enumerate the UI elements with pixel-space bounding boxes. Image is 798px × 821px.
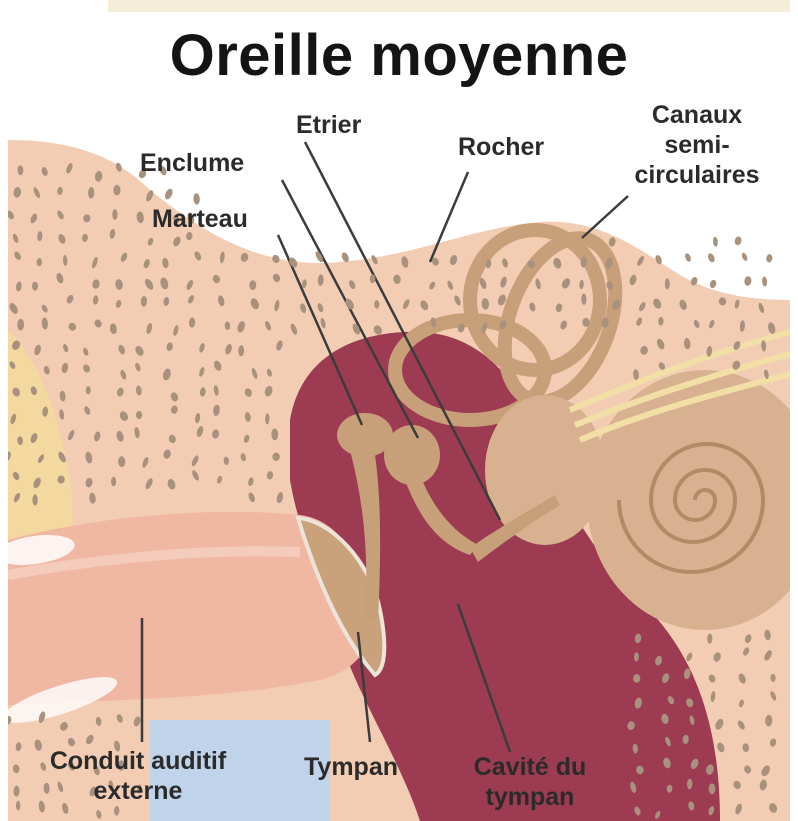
label-etrier: Etrier — [296, 110, 361, 140]
label-canaux-line3: circulaires — [612, 160, 782, 190]
diagram-title: Oreille moyenne — [0, 22, 798, 89]
label-canaux-line1: Canaux — [612, 100, 782, 130]
bone-dot — [734, 236, 743, 246]
bone-dot — [741, 252, 749, 262]
label-tympan: Tympan — [304, 752, 398, 782]
bone-dot — [713, 237, 719, 247]
top-strip — [108, 0, 798, 12]
label-cavite-line2: tympan — [450, 782, 610, 812]
label-marteau: Marteau — [152, 204, 248, 234]
bone-dot — [111, 477, 116, 487]
bone-dot — [684, 253, 692, 263]
label-cavite: Cavité du tympan — [450, 752, 610, 812]
bone-dot — [766, 254, 773, 263]
label-conduit: Conduit auditif externe — [18, 746, 258, 806]
label-canaux-line2: semi- — [612, 130, 782, 160]
label-canaux: Canaux semi- circulaires — [612, 100, 782, 190]
bone-dot — [32, 494, 37, 505]
label-conduit-line1: Conduit auditif — [18, 746, 258, 776]
label-enclume: Enclume — [140, 148, 244, 178]
bone-dot — [744, 276, 752, 286]
label-cavite-line1: Cavité du — [450, 752, 610, 782]
label-rocher: Rocher — [458, 132, 544, 162]
bone-dot — [762, 276, 768, 286]
bone-dot — [707, 252, 716, 263]
bone-dot — [163, 188, 174, 201]
bone-dot — [37, 258, 42, 266]
bone-dot — [709, 279, 717, 289]
bone-dot — [665, 278, 670, 289]
bone-dot — [112, 209, 117, 220]
label-conduit-line2: externe — [18, 776, 258, 806]
bone-dot — [709, 783, 716, 794]
bone-dot — [113, 185, 120, 196]
